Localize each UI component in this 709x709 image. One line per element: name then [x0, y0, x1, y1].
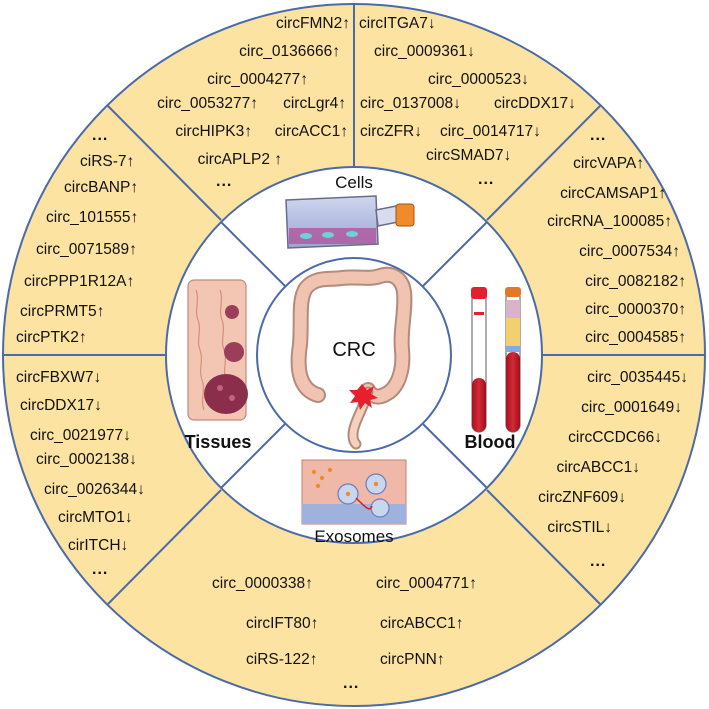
tumor-burst-icon [349, 384, 378, 410]
label-circ_0000370: circ_0000370↑ [585, 301, 686, 318]
colon-icon [290, 266, 413, 450]
label-circ_101555: circ_101555↑ [46, 209, 138, 226]
label-circ_0014717: circ_0014717↓ [440, 123, 541, 140]
label-circ_0136666: circ_0136666↑ [239, 43, 340, 60]
sector-dividers [3, 4, 705, 605]
label-circABCC1-blood: circABCC1↓ [556, 459, 640, 476]
label-circHIPK3: circHIPK3↑ [175, 123, 252, 140]
label-circ_0035445: circ_0035445↓ [587, 369, 688, 386]
label-circSMAD7: circSMAD7↓ [426, 147, 511, 164]
blood-up-sector: ... circVAPA↑ circCAMSAP1↑ circRNA_10008… [547, 127, 686, 346]
label-circVAPA: circVAPA↑ [573, 155, 644, 172]
label-circPTK2: circPTK2↑ [16, 329, 87, 346]
label-circLgr4: circLgr4↑ [283, 95, 346, 112]
label-circ_0082182: circ_0082182↑ [585, 273, 686, 290]
label-circITGA7: circITGA7↓ [359, 15, 436, 32]
label-cirITCH: cirITCH↓ [68, 537, 128, 554]
label-circ_0002138: circ_0002138↓ [36, 451, 137, 468]
ellipsis-cells-right: ... [478, 171, 494, 188]
cells-left-sector: circFMN2↑ circ_0136666↑ circ_0004277↑ ci… [157, 15, 350, 190]
label-circSTIL: circSTIL↓ [547, 519, 612, 536]
blood-tubes-icon [471, 287, 521, 433]
label-circ_0004277: circ_0004277↑ [207, 71, 308, 88]
label-circRNA_100085: circRNA_100085↑ [547, 213, 672, 230]
label-circACC1: circACC1↑ [275, 123, 348, 140]
exosome-icon [301, 459, 407, 525]
label-circ_0137008: circ_0137008↓ [360, 95, 461, 112]
cells-right-sector: circITGA7↓ circ_0009361↓ circ_0000523↓ c… [359, 15, 576, 188]
label-ciRS-122: ciRS-122↑ [246, 651, 318, 668]
label-circPNN: circPNN↑ [380, 651, 445, 668]
label-circ_0000338: circ_0000338↑ [212, 575, 313, 592]
label-circFBXW7: circFBXW7↓ [16, 369, 101, 386]
category-label-blood: Blood [465, 432, 516, 452]
label-circ_0004585: circ_0004585↑ [585, 329, 686, 346]
quadrant-dividers [220, 221, 488, 489]
label-circ_0001649: circ_0001649↓ [581, 399, 682, 416]
blood-down-sector: circ_0035445↓ circ_0001649↓ circCCDC66↓ … [538, 369, 688, 570]
category-label-exosomes: Exosomes [314, 527, 393, 546]
tissues-up-sector: ... ciRS-7↑ circBANP↑ circ_101555↑ circ_… [16, 127, 138, 346]
label-circ_0021977: circ_0021977↓ [30, 427, 131, 444]
ellipsis-blood-up: ... [590, 127, 606, 144]
ellipsis-cells-left: ... [216, 173, 232, 190]
label-ciRS-7: ciRS-7↑ [80, 153, 134, 170]
ellipsis-tissues-down: ... [92, 561, 108, 578]
category-label-cells: Cells [335, 173, 373, 192]
label-circAPLP2: circAPLP2 ↑ [198, 151, 282, 168]
label-circIFT80: circIFT80↑ [246, 615, 318, 632]
label-circBANP: circBANP↑ [64, 179, 138, 196]
ellipsis-tissues-up: ... [92, 127, 108, 144]
label-circ_0026344: circ_0026344↓ [44, 481, 145, 498]
label-circPPP1R12A: circPPP1R12A↑ [24, 273, 134, 290]
category-label-tissues: Tissues [185, 432, 252, 452]
label-circ_0004771: circ_0004771↑ [376, 575, 477, 592]
label-circCAMSAP1: circCAMSAP1↑ [560, 185, 666, 202]
label-circ_0071589: circ_0071589↑ [36, 241, 137, 258]
label-circPRMT5: circPRMT5↑ [20, 303, 104, 320]
label-circ_0009361: circ_0009361↓ [374, 43, 475, 60]
tissue-icon [187, 279, 248, 421]
label-circZFR: circZFR↓ [360, 123, 422, 140]
label-circFMN2: circFMN2↑ [276, 15, 350, 32]
label-circMTO1: circMTO1↓ [58, 509, 133, 526]
center-label: CRC [332, 339, 375, 361]
label-circABCC1-exosomes: circABCC1↑ [380, 615, 464, 632]
label-circCCDC66: circCCDC66↓ [568, 429, 662, 446]
label-circZNF609: circZNF609↓ [538, 489, 626, 506]
label-circ_0053277: circ_0053277↑ [157, 95, 258, 112]
tissues-down-sector: circFBXW7↓ circDDX17↓ circ_0021977↓ circ… [16, 369, 145, 578]
exosomes-sector: circ_0000338↑ circ_0004771↑ circIFT80↑ c… [212, 575, 477, 692]
label-circ_0007534: circ_0007534↑ [579, 243, 680, 260]
ellipsis-exosomes: ... [343, 675, 359, 692]
label-circ_0000523: circ_0000523↓ [428, 71, 529, 88]
cell-flask-icon [285, 195, 415, 249]
label-circDDX17: circDDX17↓ [494, 95, 576, 112]
label-circDDX17-tissue: circDDX17↓ [20, 397, 102, 414]
ellipsis-blood-down: ... [590, 553, 606, 570]
